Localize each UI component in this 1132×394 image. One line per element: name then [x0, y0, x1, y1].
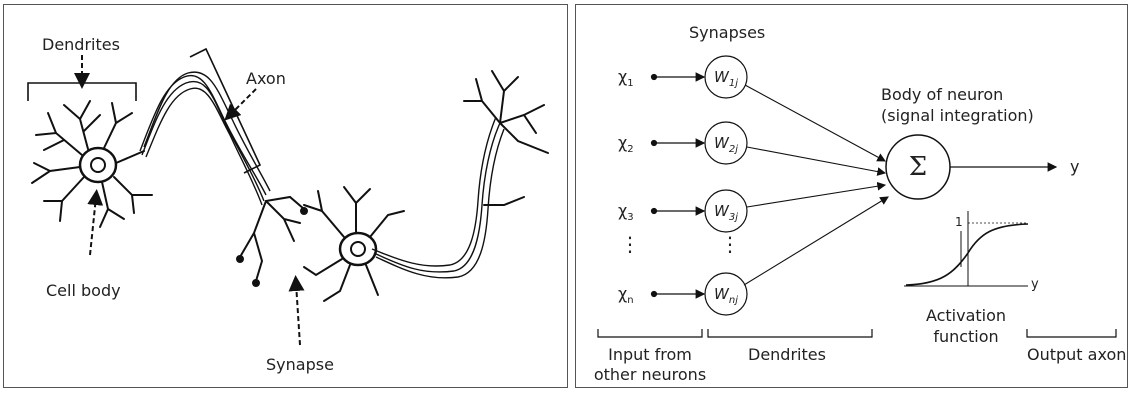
weights-ellipsis: ⋮ — [720, 232, 740, 256]
dendrites-bracket-right — [707, 329, 873, 338]
synapse-label: Synapse — [266, 355, 334, 374]
cell-body-arrow — [87, 189, 104, 256]
weight-to-sum-lines — [743, 84, 889, 286]
inputs-label-2: other neurons — [593, 365, 707, 384]
biological-neuron-panel: Dendrites Axon Cell body Synapse — [3, 4, 568, 388]
axon-fibers — [139, 71, 271, 206]
artificial-neuron-diagram — [597, 55, 1117, 338]
activation-plot — [904, 211, 1029, 287]
input-x3: χ3 — [618, 201, 634, 224]
weight-wnj: Wnj — [714, 285, 738, 306]
activation-sigmoid — [905, 223, 1029, 286]
axon-2 — [371, 116, 505, 279]
axon-terminals — [236, 195, 308, 287]
activation-label-1: Activation — [925, 306, 1007, 325]
activation-label-2: function — [933, 327, 999, 346]
cell-body-label: Cell body — [46, 281, 121, 300]
inputs-label-1: Input from — [608, 345, 692, 364]
axon-arrow — [224, 88, 257, 121]
axon-label: Axon — [246, 69, 286, 88]
signal-integration-label: (signal integration) — [881, 106, 1034, 125]
weight-w1j: W1j — [714, 68, 738, 89]
output-axon-label: Output axon — [1027, 345, 1127, 364]
output-y-label: y — [1070, 157, 1080, 176]
input-arrows — [650, 72, 706, 299]
neuron-1 — [31, 100, 153, 228]
activation-x-label: y — [1031, 277, 1039, 292]
synapse-arrow — [288, 275, 305, 346]
dendrites-label-right: Dendrites — [748, 345, 826, 364]
dendrites-bracket — [27, 82, 137, 101]
biological-neuron-drawing — [27, 47, 549, 346]
summation-symbol: Σ — [908, 152, 928, 182]
input-x2: χ2 — [618, 133, 634, 156]
output-axon-bracket — [1026, 329, 1117, 338]
synapses-title: Synapses — [689, 23, 766, 42]
inputs-ellipsis: ⋮ — [620, 232, 640, 256]
activation-y-tick: 1 — [955, 215, 963, 229]
bottom-brackets — [597, 329, 1117, 338]
inputs-bracket — [597, 329, 703, 338]
neuron-2 — [303, 186, 405, 302]
weight-circles — [704, 55, 748, 316]
dendrites-label: Dendrites — [42, 35, 120, 54]
input-xn: χn — [618, 284, 634, 307]
body-of-neuron-label: Body of neuron — [881, 85, 1004, 104]
artificial-neuron-panel: Synapses χ1 χ2 χ3 χn ⋮ ⋮ W1j W2j W3j Wnj… — [575, 4, 1128, 388]
weight-w3j: W3j — [714, 202, 738, 223]
weight-w2j: W2j — [714, 134, 738, 155]
axon-2-terminals — [463, 70, 549, 206]
input-x1: χ1 — [618, 67, 634, 90]
